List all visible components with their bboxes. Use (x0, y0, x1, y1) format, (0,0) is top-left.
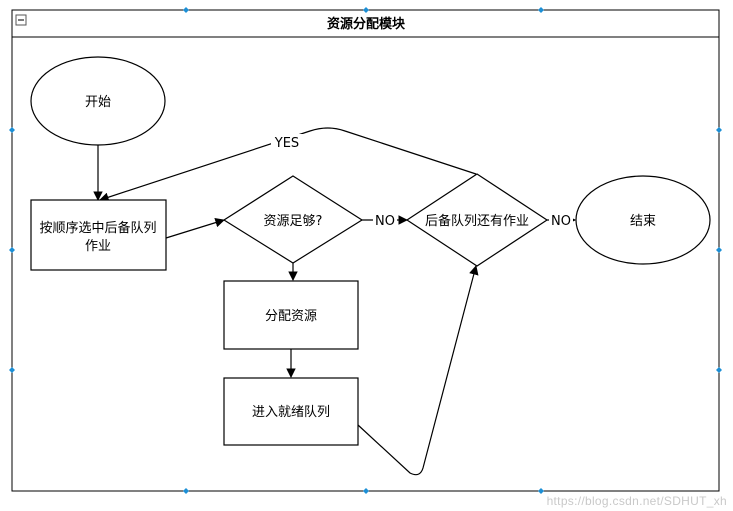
decision-resources-enough[interactable]: 资源足够? (222, 175, 364, 264)
start-label: 开始 (85, 95, 111, 110)
resize-handle-top[interactable] (183, 7, 544, 13)
resize-handle-left[interactable] (9, 127, 15, 373)
no-label: NO (551, 214, 571, 229)
select-label-line1: 按顺序选中后备队列 (39, 220, 156, 236)
edge-label-yes: YES (271, 134, 303, 151)
allocate-label: 分配资源 (265, 309, 317, 324)
node-allocate[interactable]: 分配资源 (223, 280, 359, 350)
decision-resources-label: 资源足够? (264, 214, 323, 229)
resize-handle-bottom[interactable] (183, 488, 544, 494)
selection-handles[interactable] (9, 7, 722, 494)
enter-ready-label: 进入就绪队列 (252, 405, 330, 420)
node-end[interactable]: 结束 (575, 175, 711, 265)
yes-label: YES (274, 136, 299, 151)
edge-label-no-2: NO (549, 212, 573, 229)
select-label-line2: 作业 (85, 239, 111, 254)
edge-select-to-check[interactable] (165, 217, 225, 239)
edge-ready-to-queue[interactable] (357, 265, 479, 476)
resize-handle-right[interactable] (716, 127, 722, 373)
no-label: NO (375, 214, 395, 229)
watermark: https://blog.csdn.net/SDHUT_xh (546, 494, 727, 508)
module-title: 资源分配模块 (327, 16, 406, 32)
node-select-job[interactable]: 按顺序选中后备队列 作业 (30, 199, 167, 271)
collapse-button[interactable] (15, 14, 27, 26)
decision-queue-has-jobs[interactable]: 后备队列还有作业 (405, 173, 549, 267)
edge-yes-loop[interactable] (99, 127, 477, 202)
node-start[interactable]: 开始 (30, 56, 166, 146)
end-label: 结束 (630, 214, 656, 229)
node-enter-ready[interactable]: 进入就绪队列 (223, 377, 359, 446)
edge-label-no-1: NO (373, 212, 397, 229)
decision-queue-label: 后备队列还有作业 (425, 213, 529, 229)
